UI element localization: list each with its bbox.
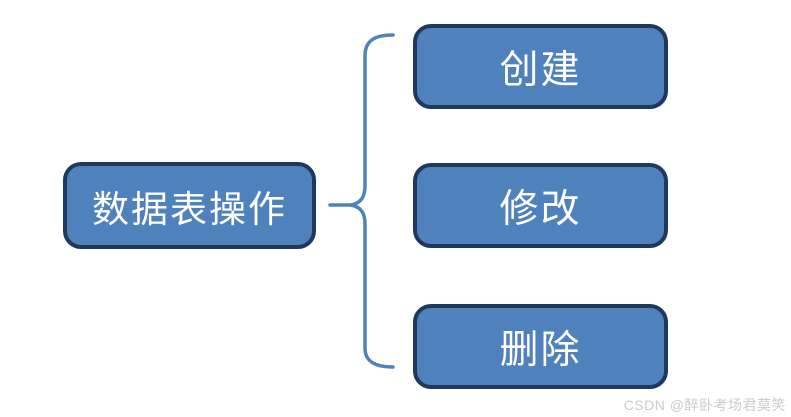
child-node-delete-label: 删除: [499, 328, 582, 372]
watermark: CSDN @醉卧考场君莫笑: [623, 397, 786, 413]
curly-brace-icon: [349, 33, 395, 369]
child-node-create: 创建: [413, 24, 668, 109]
child-node-delete: 删除: [413, 304, 668, 389]
child-node-modify: 修改: [413, 163, 668, 248]
root-node-data-table-operations: 数据表操作: [63, 162, 316, 249]
child-node-modify-label: 修改: [499, 187, 582, 231]
root-node-label: 数据表操作: [92, 188, 287, 230]
child-node-create-label: 创建: [499, 48, 582, 92]
